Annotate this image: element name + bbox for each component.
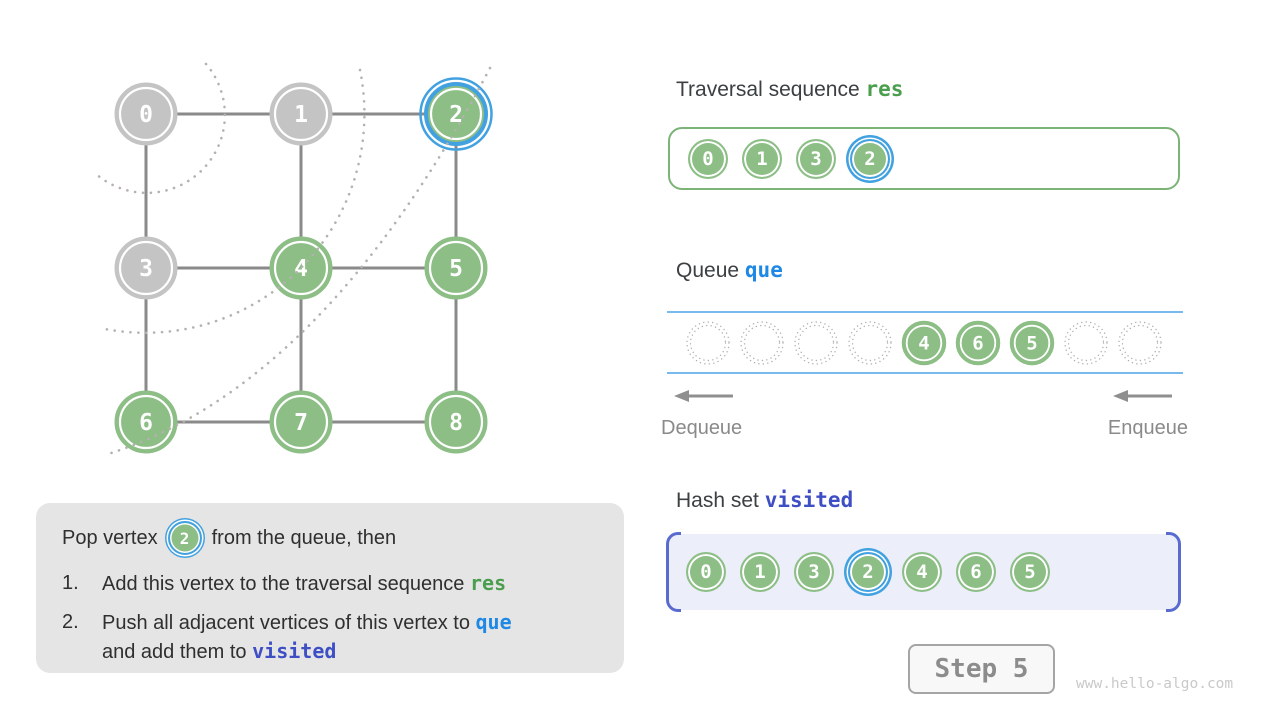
node-label: 2 <box>449 102 463 128</box>
node-label: 6 <box>139 410 153 436</box>
step-button[interactable]: Step 5 <box>908 644 1055 694</box>
queue-filled-slot: 4 <box>901 320 947 366</box>
enqueue-arrow-icon <box>1113 390 1172 402</box>
item-1-number: 1. <box>62 572 79 594</box>
node-label: 5 <box>449 256 463 282</box>
queue-code-label: que <box>744 258 783 282</box>
queue-visualization: 4 6 5 <box>667 311 1183 374</box>
item-1-text-body: Add this vertex to the traversal sequenc… <box>102 573 470 595</box>
graph-node-7: 7 <box>269 390 333 454</box>
visited-code-label: visited <box>764 488 854 512</box>
graph-node-1: 1 <box>269 82 333 146</box>
graph-node-4: 4 <box>269 236 333 300</box>
hash-set-box: 0 1 3 2 4 6 5 <box>668 534 1180 610</box>
visited-item: 3 <box>794 552 834 592</box>
explanation-box: Pop vertex 2 from the queue, then 1. Add… <box>36 503 624 673</box>
visited-item: 1 <box>740 552 780 592</box>
queue-filled-slot: 6 <box>955 320 1001 366</box>
dequeue-arrow-icon <box>674 390 733 402</box>
dequeue-label: Dequeue <box>661 417 743 439</box>
node-label: 8 <box>449 410 463 436</box>
res-title-text: Traversal sequence <box>676 78 860 101</box>
item-2-text-body-2: and add them to <box>102 641 253 663</box>
graph-node-5: 5 <box>424 236 488 300</box>
hash-set-right-bracket <box>1166 532 1181 612</box>
graph-node-3: 3 <box>114 236 178 300</box>
hash-set-left-bracket <box>666 532 681 612</box>
visited-section-title: Hash set visited <box>676 487 853 514</box>
node-label: 4 <box>294 256 308 282</box>
queue-title-text: Queue <box>676 259 740 282</box>
res-section-title: Traversal sequence res <box>676 76 903 103</box>
visited-item: 6 <box>956 552 996 592</box>
node-label: 3 <box>139 256 153 282</box>
item-1-text: Add this vertex to the traversal sequenc… <box>102 569 506 598</box>
queue-section-title: Queue que <box>676 257 783 284</box>
visited-title-text: Hash set <box>676 489 759 512</box>
node-label: 1 <box>294 102 308 128</box>
res-item: 1 <box>742 138 782 179</box>
pop-vertex-text: Pop vertex <box>62 526 158 549</box>
traversal-sequence-box: 0 1 3 2 <box>668 127 1180 190</box>
popped-vertex-badge: 2 <box>167 521 202 555</box>
res-item: 3 <box>796 138 836 179</box>
item-2-number: 2. <box>62 611 79 633</box>
queue-value: 4 <box>918 333 929 355</box>
res-code-label: res <box>865 77 904 101</box>
queue-empty-slot <box>686 321 1162 365</box>
res-item-current: 2 <box>850 138 890 179</box>
graph-node-6: 6 <box>114 390 178 454</box>
queue-filled-slot: 5 <box>1009 320 1055 366</box>
item-2-code-visited: visited <box>252 639 337 663</box>
watermark: www.hello-algo.com <box>1076 676 1234 692</box>
graph-node-2-current: 2 <box>419 77 493 151</box>
node-label: 0 <box>139 102 153 128</box>
visited-item: 4 <box>902 552 942 592</box>
bfs-graph: 0 1 2 3 4 5 6 7 8 <box>94 62 493 457</box>
visited-item: 5 <box>1010 552 1050 592</box>
queue-value: 5 <box>1026 333 1037 355</box>
queue-value: 6 <box>972 333 983 355</box>
res-item: 0 <box>688 138 728 179</box>
visited-item-current: 2 <box>848 552 888 592</box>
item-2-code-que: que <box>475 610 512 634</box>
item-2-text-body: Push all adjacent vertices of this verte… <box>102 612 476 634</box>
visited-item: 0 <box>686 552 726 592</box>
node-label: 7 <box>294 410 308 436</box>
explanation-item-1: 1. Add this vertex to the traversal sequ… <box>62 569 608 598</box>
item-2-text: Push all adjacent vertices of this verte… <box>102 608 512 666</box>
enqueue-label: Enqueue <box>1107 417 1188 439</box>
explanation-item-2: 2. Push all adjacent vertices of this ve… <box>62 608 608 666</box>
graph-node-8: 8 <box>424 390 488 454</box>
from-queue-text: from the queue, then <box>211 526 397 549</box>
explanation-line-1: Pop vertex 2 from the queue, then <box>62 519 608 557</box>
bfs-level-arcs <box>94 62 492 457</box>
item-1-code-res: res <box>469 571 507 595</box>
graph-node-0: 0 <box>114 82 178 146</box>
